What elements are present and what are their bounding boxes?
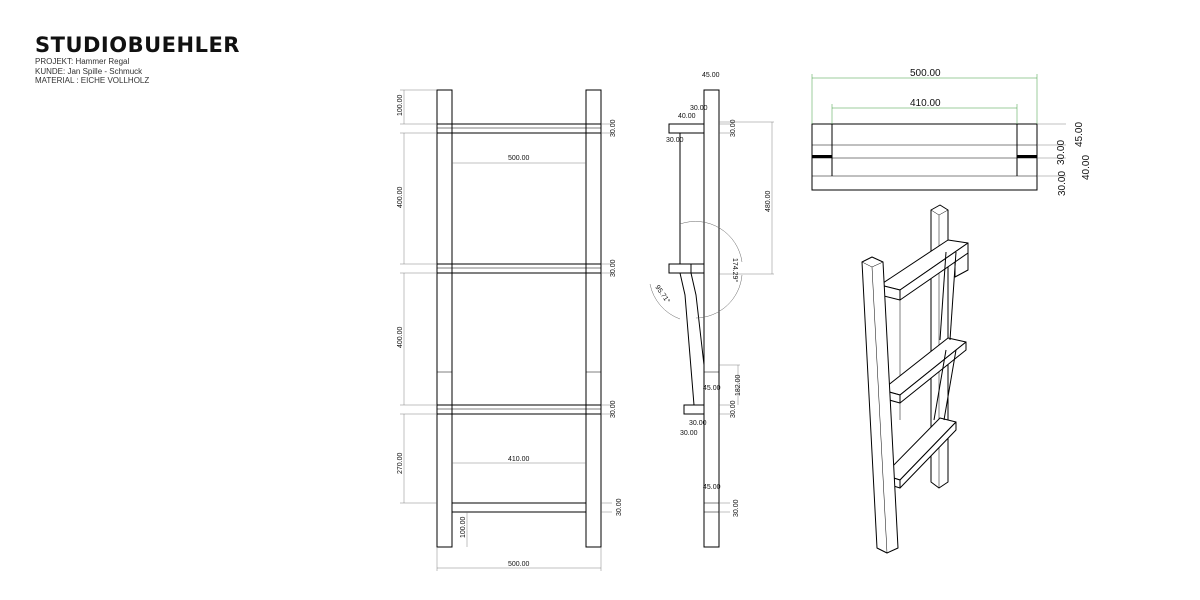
side-top-left: 30.00 [666,137,684,144]
side-post [703,89,720,548]
top-depth-2: 30.00 [1056,140,1067,165]
angle-arc-inner [679,221,743,263]
rung-3-thickness: 30.00 [610,400,617,418]
brand-title: STUDIOBUEHLER [35,33,240,57]
rung-1 [436,123,602,134]
side-lower-height: 182.00 [735,374,742,396]
rung-3 [436,404,602,415]
shelf-width-lower: 410.00 [508,456,530,463]
top-depth-3: 40.00 [1081,155,1092,180]
top-inner-width: 410.00 [910,98,941,109]
shelf-width-top: 500.00 [508,155,530,162]
rung-4-thickness: 30.00 [616,498,623,516]
front-view: 100.00 400.00 400.00 270.00 100.00 500.0… [397,89,623,571]
side-view: 95.71° 174.29° 45.00 30.00 40.00 30.00 3… [649,72,774,548]
angle-outer: 95.71° [653,284,671,305]
side-lower-thickness: 45.00 [703,385,721,392]
isometric-view [861,204,969,554]
title-block: STUDIOBUEHLER PROJEKT: Hammer Regal KUND… [35,33,240,86]
side-lower-right: 30.00 [730,400,737,418]
top-view: 500.00 410.00 45.00 30.00 40.00 30.00 [811,68,1092,196]
dim-top: 100.00 [397,94,404,116]
side-top-depth: 40.00 [678,113,696,120]
dim-bottom-inner: 100.00 [460,516,467,538]
top-depth-1: 45.00 [1074,122,1085,147]
overall-width: 500.00 [508,561,530,568]
top-view-outline [811,123,1038,191]
left-post [436,89,453,548]
material-line: MATERIAL : EICHE VOLLHOLZ [35,76,150,85]
project-line: PROJEKT: Hammer Regal [35,57,130,66]
side-lower-left-a: 30.00 [689,420,707,427]
side-shelf-top [668,123,705,134]
side-bottom-thickness: 45.00 [703,484,721,491]
right-post [585,89,602,548]
top-depth-4: 30.00 [1057,171,1068,196]
rung-1-thickness: 30.00 [610,119,617,137]
client-line: KUNDE: Jan Spille - Schmuck [35,66,143,76]
side-shelf-middle [668,263,705,274]
side-top-right: 30.00 [730,119,737,137]
rung-2 [436,263,602,274]
side-top-thickness: 45.00 [702,72,720,79]
dim-lower: 270.00 [397,452,404,474]
dim-upper: 400.00 [397,186,404,208]
rung-2-thickness: 30.00 [610,259,617,277]
side-bottom-right: 30.00 [733,499,740,517]
side-shelf-lower [683,404,705,415]
side-lower-left-b: 30.00 [680,430,698,437]
angle-inner: 174.29° [731,258,739,282]
dim-middle: 400.00 [397,326,404,348]
angle-arc-outer [649,283,681,320]
rung-4 [451,502,587,513]
side-top-gap: 30.00 [690,105,708,112]
top-overall-width: 500.00 [910,68,941,79]
iso-front-post [861,256,899,554]
side-height: 480.00 [765,190,772,212]
